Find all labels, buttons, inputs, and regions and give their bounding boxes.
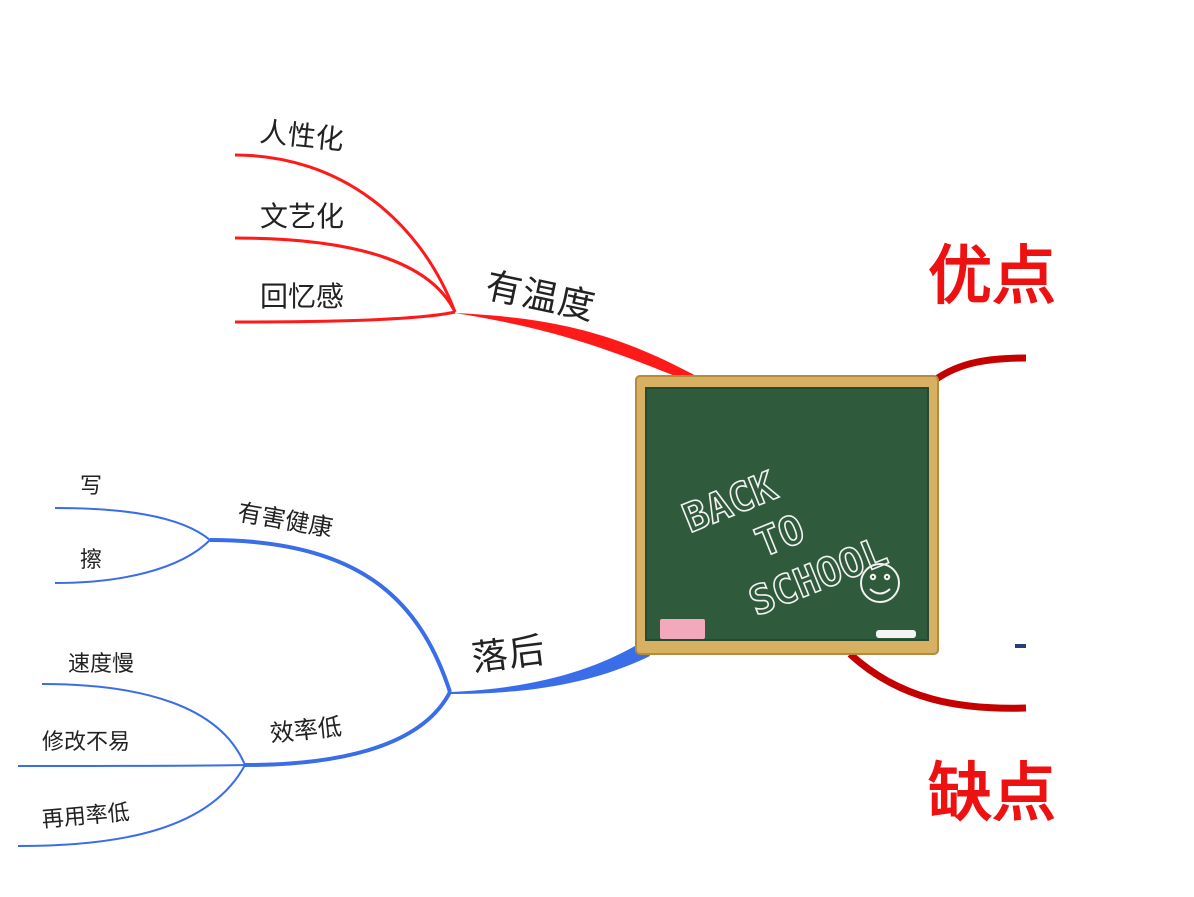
outdated-main-branch [450, 640, 650, 694]
blackboard: BACK TO SCHOOL [635, 375, 939, 655]
health-child-2: 擦 [80, 548, 103, 573]
outdated-branch-label: 落后 [469, 630, 548, 680]
pros-label: 优点 [928, 240, 1056, 314]
warm-link-1 [234, 153, 457, 313]
efficiency-link-1 [41, 683, 246, 766]
efficiency-branch-label: 效率低 [268, 712, 344, 748]
warm-link-3 [234, 310, 456, 324]
warm-child-2: 文艺化 [260, 200, 345, 233]
efficiency-link-3 [17, 764, 246, 847]
health-link-1 [54, 507, 211, 541]
health-branch [209, 538, 452, 693]
health-link-2 [54, 539, 211, 584]
chalk-eraser [660, 619, 705, 639]
warm-link-2 [234, 236, 457, 313]
pros-branch [932, 354, 1027, 383]
warm-child-1: 人性化 [258, 115, 346, 157]
chalk-stick [876, 630, 916, 638]
cons-label: 缺点 [928, 757, 1056, 831]
cons-branch [847, 651, 1027, 712]
efficiency-child-1: 速度慢 [68, 652, 135, 677]
health-child-1: 写 [80, 474, 103, 499]
efficiency-link-2 [17, 764, 246, 767]
efficiency-child-2: 修改不易 [42, 730, 131, 755]
warm-child-3: 回忆感 [260, 280, 345, 313]
smiley-icon [860, 563, 900, 603]
efficiency-branch [244, 691, 452, 767]
